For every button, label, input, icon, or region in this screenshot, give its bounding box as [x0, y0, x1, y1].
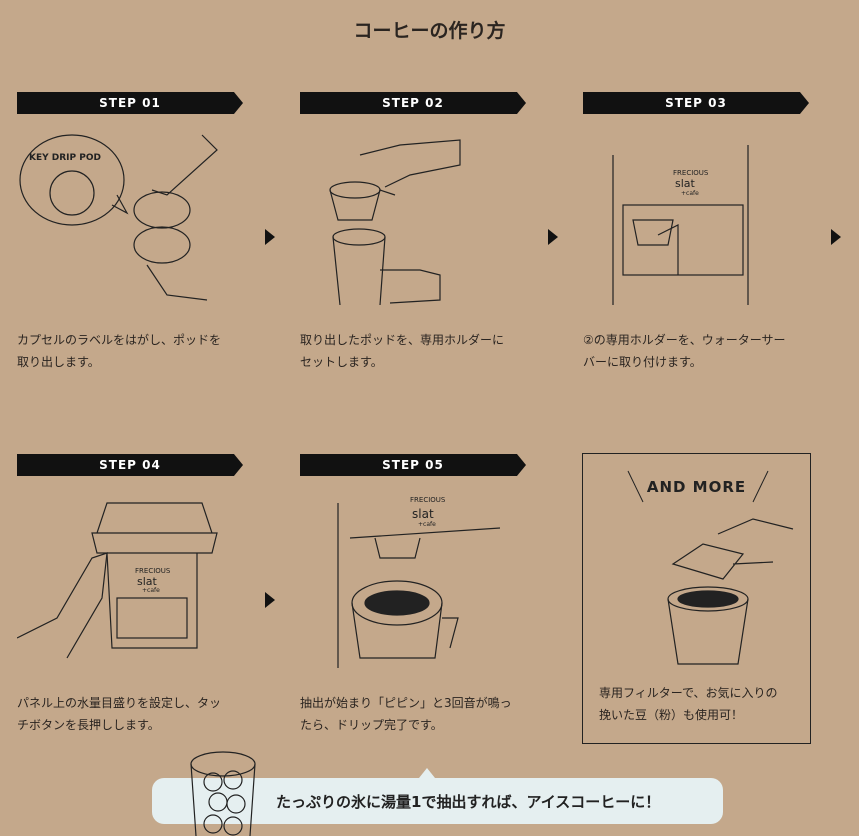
- and-more-desc: 専用フィルターで、お気に入りの挽いた豆（粉）も使用可！: [599, 686, 778, 722]
- step-04-desc: パネル上の水量目盛りを設定し、タッチボタンを長押しします。: [17, 696, 222, 732]
- and-more-title: AND MORE: [646, 478, 747, 496]
- svg-text:slat: slat: [137, 575, 158, 588]
- next-arrow-icon: [548, 229, 558, 245]
- next-arrow-icon: [831, 229, 841, 245]
- step-03-illustration: FRECIOUS slat +cafe: [583, 125, 809, 310]
- step-03-banner: STEP 03: [583, 92, 809, 114]
- svg-text:+cafe: +cafe: [142, 587, 160, 594]
- more-illustration: [667, 518, 794, 665]
- step-02-banner: STEP 02: [300, 92, 526, 114]
- next-arrow-icon: [265, 592, 275, 608]
- step-04-illustration: FRECIOUS slat +cafe: [16, 488, 243, 668]
- page-title: コーヒーの作り方: [353, 20, 506, 42]
- step-04-banner: STEP 04: [17, 454, 243, 476]
- step-01-banner: STEP 01: [17, 92, 243, 114]
- svg-text:slat: slat: [675, 177, 696, 190]
- and-more-box: AND MORE 専用フィルターで、お気に入りの挽いた豆（粉）も使用可！: [582, 453, 811, 744]
- svg-text:slat: slat: [412, 507, 434, 521]
- svg-text:FRECIOUS: FRECIOUS: [410, 496, 446, 504]
- step-02-illustration: [300, 125, 526, 306]
- tip-text: たっぷりの氷に湯量1で抽出すれば、アイスコーヒーに！: [276, 793, 661, 811]
- step-01-desc: カプセルのラベルをはがし、ポッドを取り出します。: [17, 333, 222, 369]
- step-05-desc: 抽出が始まり「ピピン」と3回音が鳴ったら、ドリップ完了です。: [300, 696, 512, 732]
- step-05-banner: STEP 05: [300, 454, 526, 476]
- step-01-illustration: KEY DRIP POD: [17, 125, 243, 305]
- tip-bubble: たっぷりの氷に湯量1で抽出すれば、アイスコーヒーに！: [152, 768, 723, 824]
- step-02-desc: 取り出したポッドを、専用ホルダーにセットします。: [300, 333, 505, 369]
- svg-text:FRECIOUS: FRECIOUS: [673, 169, 709, 177]
- svg-text:FRECIOUS: FRECIOUS: [135, 567, 171, 575]
- svg-text:+cafe: +cafe: [418, 521, 436, 528]
- pod-label: KEY DRIP POD: [29, 153, 101, 163]
- step-05-illustration: FRECIOUS slat +cafe: [300, 488, 526, 668]
- step-03-desc: ②の専用ホルダーを、ウォーターサーバーに取り付けます。: [583, 333, 786, 369]
- next-arrow-icon: [265, 229, 275, 245]
- ice-glass-icon: [190, 751, 256, 836]
- svg-text:+cafe: +cafe: [681, 190, 699, 197]
